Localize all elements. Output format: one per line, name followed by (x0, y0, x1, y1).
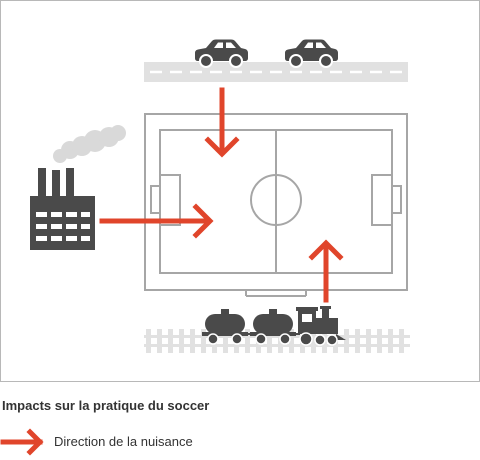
car-icon (195, 39, 248, 68)
legend-label: Direction de la nuisance (54, 434, 193, 449)
smoke (53, 125, 126, 163)
nuisance-diagram (30, 39, 410, 353)
factory-icon (30, 168, 95, 250)
soccer-field (144, 113, 408, 297)
road (144, 62, 408, 82)
arrow-right-icon (0, 428, 44, 456)
arrow-icon (99, 203, 214, 239)
arrow-icon (204, 87, 240, 158)
train-icon (202, 306, 346, 346)
legend-item: Direction de la nuisance (0, 426, 300, 456)
legend-title: Impacts sur la pratique du soccer (2, 398, 210, 413)
arrow-icon (308, 239, 344, 303)
car-icon (285, 39, 338, 68)
